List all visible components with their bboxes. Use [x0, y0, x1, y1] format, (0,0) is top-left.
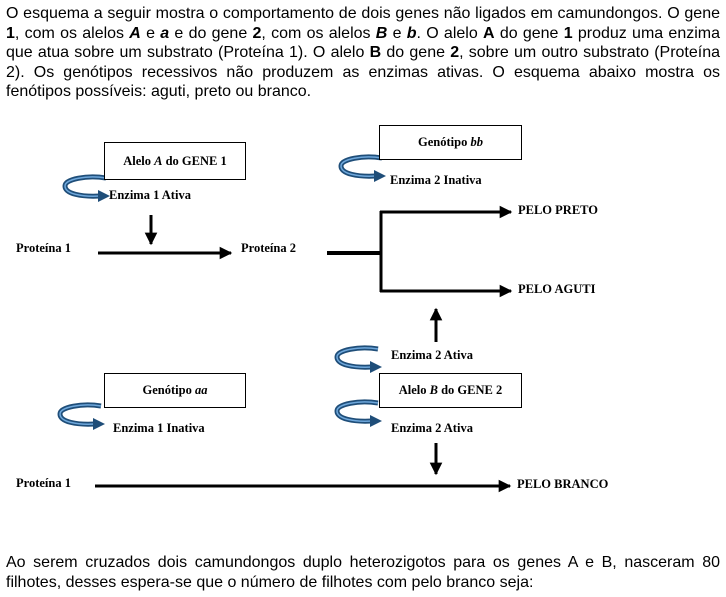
label-proteina-1-bottom: Proteína 1 — [16, 476, 71, 490]
allele-symbol: A — [154, 154, 163, 168]
curved-arrow-icon — [62, 174, 110, 202]
curved-arrow-icon — [338, 154, 386, 182]
label-enzima-2-ativa-bottom: Enzima 2 Ativa — [391, 421, 473, 435]
emphasis-text: A — [129, 24, 141, 42]
curved-arrow-icon — [334, 399, 382, 427]
curved-arrow-icon — [57, 402, 105, 430]
box-alelo-a-gene-1: Alelo A do GENE 1 — [104, 142, 246, 180]
emphasis-text: B — [369, 44, 382, 61]
curved-arrow-icon — [334, 345, 382, 373]
text-run: e do gene — [169, 24, 253, 42]
box-alelo-b-gene-2: Alelo B do GENE 2 — [379, 373, 522, 408]
allele-symbol: bb — [470, 135, 483, 149]
label-enzima-1-inativa: Enzima 1 Inativa — [113, 421, 205, 435]
text-run: O esquema a seguir mostra o comportament… — [6, 5, 720, 22]
question-paragraph: Ao serem cruzados dois camundongos duplo… — [6, 554, 720, 591]
text-run: do gene — [494, 24, 564, 42]
box-genotipo-bb: Genótipo bb — [379, 125, 522, 160]
label-pelo-aguti: PELO AGUTI — [518, 282, 596, 296]
emphasis-text: A — [483, 24, 495, 42]
allele-symbol: aa — [194, 383, 208, 397]
text-run: do gene — [381, 44, 451, 61]
emphasis-text: 1 — [563, 24, 573, 42]
emphasis-text: 2 — [450, 44, 460, 61]
text-run: produz uma enzima que atua sobre um subs… — [6, 24, 721, 62]
text-run: , sobre um outro substrato (Proteína 2).… — [6, 44, 721, 100]
text-run: , com os alelos — [14, 24, 130, 42]
label-proteina-2: Proteína 2 — [241, 241, 296, 255]
allele-symbol: B — [429, 383, 438, 397]
label-enzima-1-ativa: Enzima 1 Ativa — [109, 188, 191, 202]
text-run: . O alelo — [416, 24, 483, 42]
text-run: e — [387, 24, 407, 42]
label-pelo-preto: PELO PRETO — [518, 203, 598, 217]
text-run: , com os alelos — [261, 24, 376, 42]
emphasis-text: 2 — [252, 24, 262, 42]
label-pelo-branco: PELO BRANCO — [517, 477, 609, 491]
label-enzima-2-inativa: Enzima 2 Inativa — [390, 173, 482, 187]
emphasis-text: b — [406, 24, 417, 42]
emphasis-text: a — [160, 24, 170, 42]
emphasis-text: 1 — [6, 24, 15, 42]
intro-paragraph: O esquema a seguir mostra o comportament… — [6, 4, 720, 102]
label-proteina-1-top: Proteína 1 — [16, 241, 71, 255]
emphasis-text: B — [375, 24, 388, 42]
label-enzima-2-ativa-top: Enzima 2 Ativa — [391, 348, 473, 362]
text-run: e — [140, 24, 161, 42]
box-genotipo-aa: Genótipo aa — [104, 373, 246, 408]
